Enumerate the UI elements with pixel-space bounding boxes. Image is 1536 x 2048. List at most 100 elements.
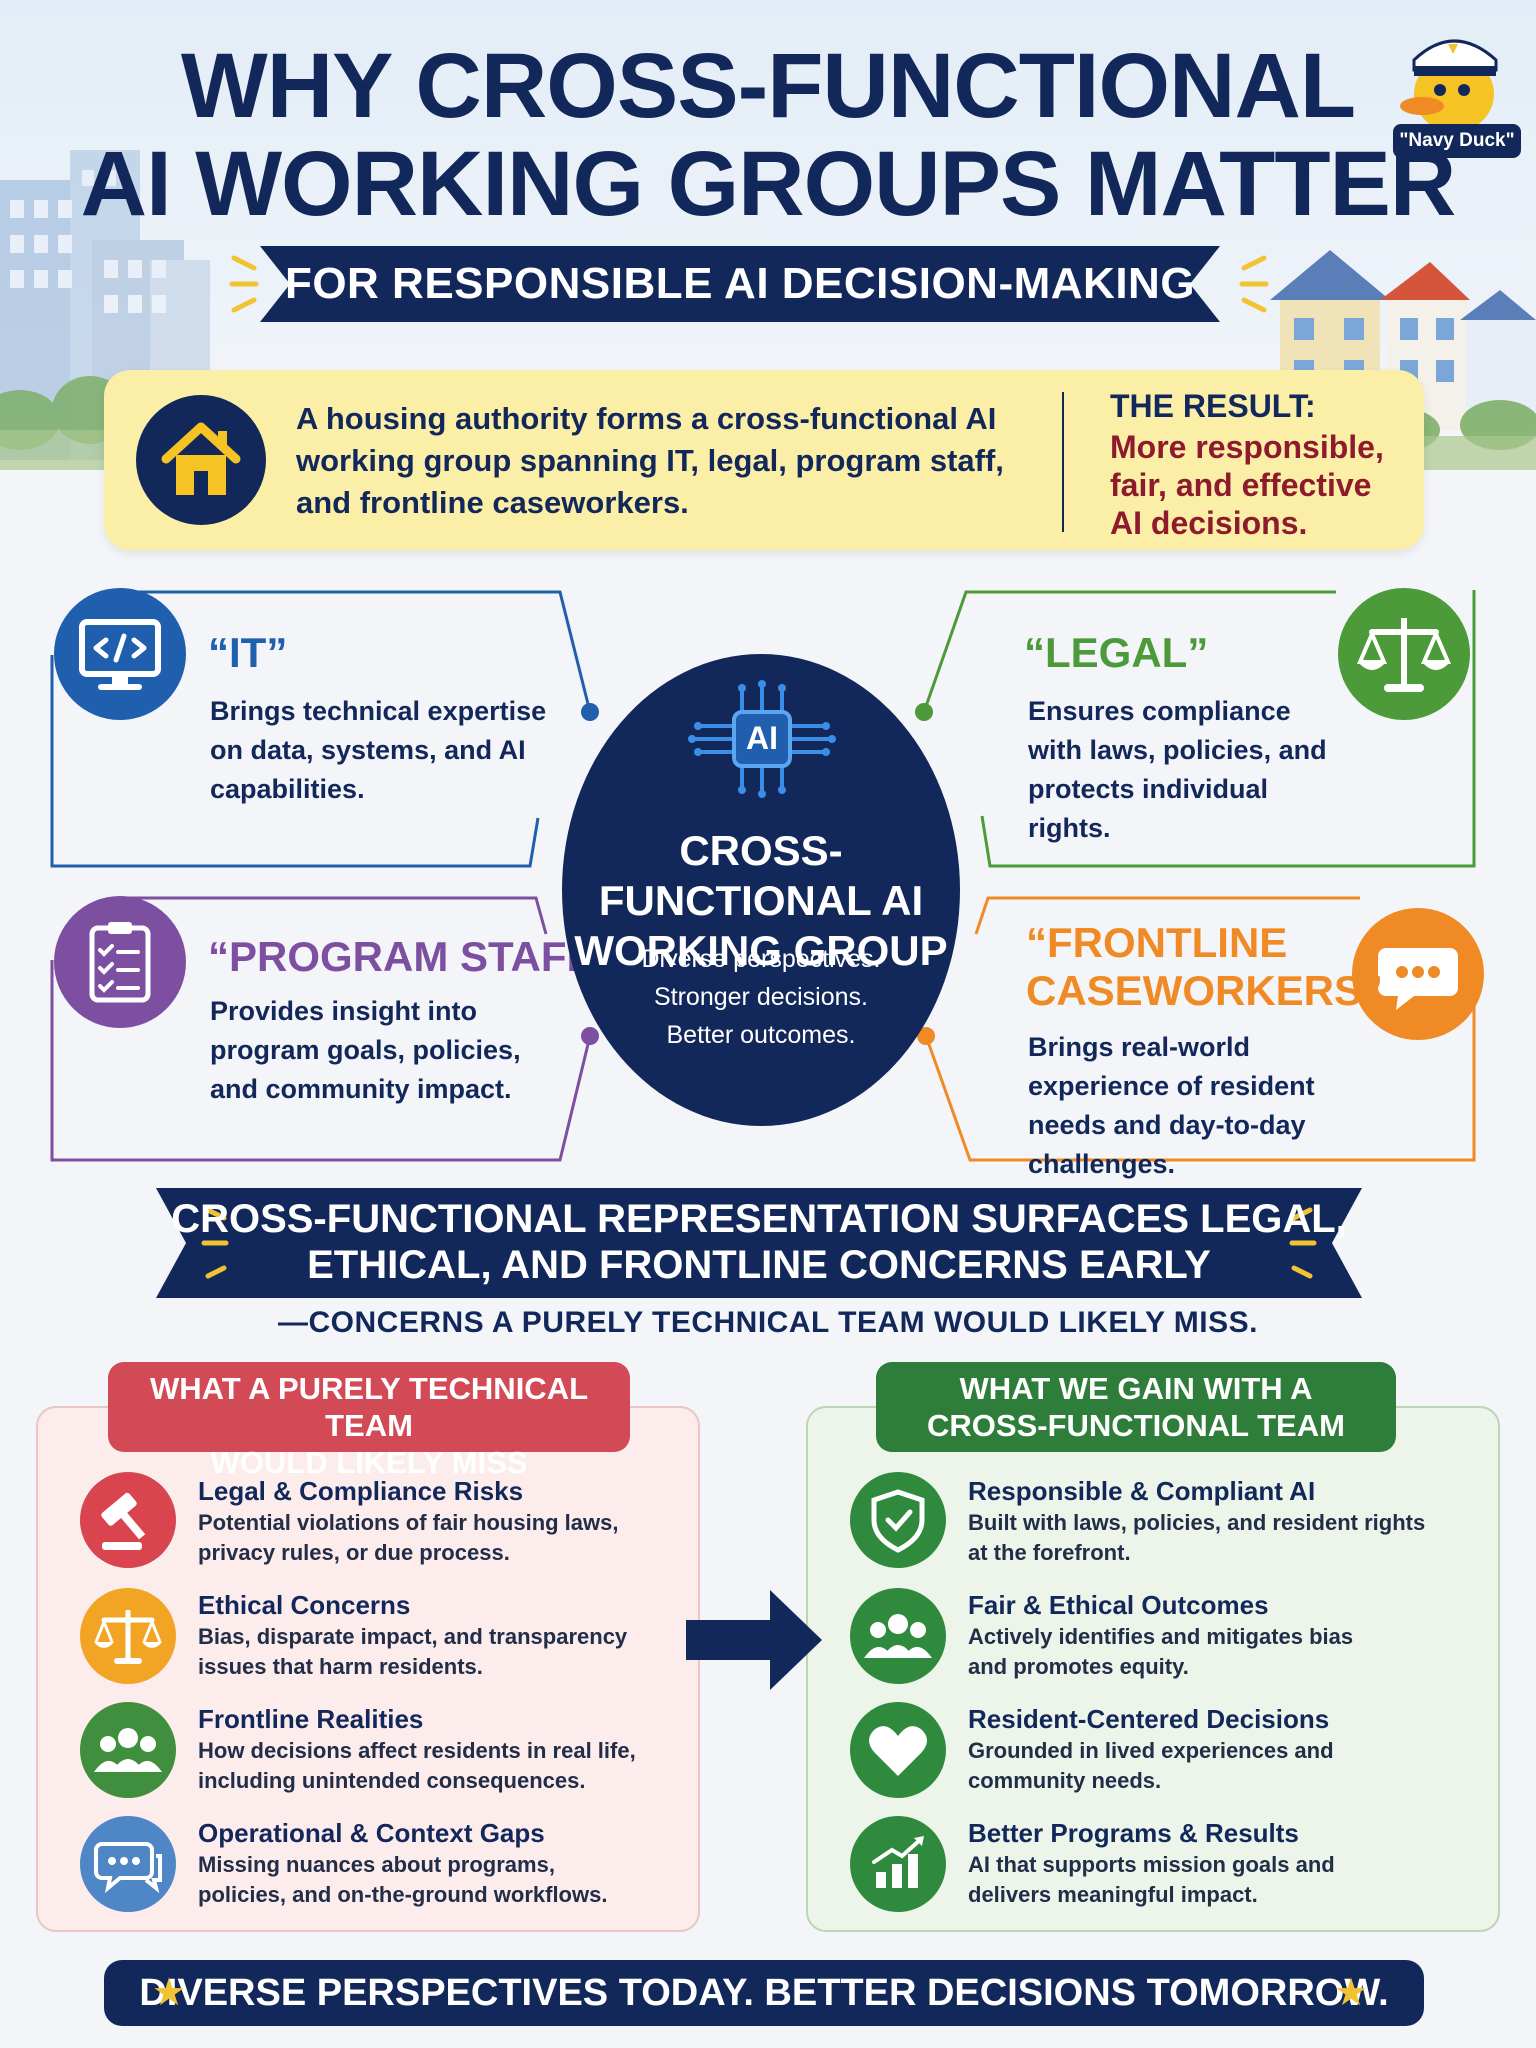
gain-item-0-desc-line-2: at the forefront. — [968, 1540, 1131, 1565]
gain-item-3-icon-badge — [850, 1816, 946, 1912]
chat-bubble-icon — [1378, 948, 1458, 1010]
footer-text: DIVERSE PERSPECTIVES TODAY. BETTER DECIS… — [139, 1972, 1389, 2014]
people-icon — [864, 1614, 932, 1658]
page-title-line-2: AI WORKING GROUPS MATTER — [80, 133, 1457, 235]
result-text: More responsible, fair, and effective AI… — [1110, 429, 1384, 541]
miss-item-3-desc-line-1: Missing nuances about programs, — [198, 1852, 555, 1877]
gain-item-1-icon-badge — [850, 1588, 946, 1684]
gain-item-2-desc: Grounded in lived experiences and commun… — [968, 1736, 1334, 1796]
statement-ribbon-shape — [156, 1188, 1362, 1298]
role-it-body: Brings technical expertise on data, syst… — [210, 696, 547, 804]
miss-item-0-icon-badge — [80, 1472, 176, 1568]
subtitle-banner: FOR RESPONSIBLE AI DECISION-MAKING — [260, 246, 1220, 322]
gain-heading-line-2: CROSS-FUNCTIONAL TEAM — [927, 1408, 1345, 1443]
miss-heading-line-1: WHAT A PURELY TECHNICAL TEAM — [149, 1371, 589, 1443]
gain-item-3-desc-line-1: AI that supports mission goals and — [968, 1852, 1335, 1877]
mascot-label: "Navy Duck" — [1393, 124, 1521, 158]
gain-item-1-desc: Actively identifies and mitigates bias a… — [968, 1622, 1353, 1682]
sparkle-left-icon — [229, 255, 259, 313]
ai-chip-label: AI — [746, 720, 778, 756]
people-icon — [94, 1728, 162, 1772]
miss-item-2-desc-line-1: How decisions affect residents in real l… — [198, 1738, 636, 1763]
role-frontline-body: Brings real-world experience of resident… — [1028, 1032, 1315, 1179]
center-tagline-3: Better outcomes. — [666, 1021, 856, 1049]
gain-item-3-title: Better Programs & Results — [968, 1818, 1299, 1848]
miss-item-0-title: Legal & Compliance Risks — [198, 1476, 524, 1506]
center-tagline: Diverse perspectives. Stronger decisions… — [562, 940, 960, 1054]
miss-item-2-icon-badge — [80, 1702, 176, 1798]
gain-item-1-desc-line-1: Actively identifies and mitigates bias — [968, 1624, 1354, 1649]
role-program-body: Provides insight into program goals, pol… — [210, 996, 521, 1104]
gain-item-3-desc: AI that supports mission goals and deliv… — [968, 1850, 1335, 1910]
gain-item-0-icon-badge — [850, 1472, 946, 1568]
shield-check-icon — [871, 1489, 925, 1553]
gain-item-2-desc-line-1: Grounded in lived experiences and — [968, 1738, 1334, 1763]
miss-heading-line-2: WOULD LIKELY MISS — [210, 1445, 528, 1480]
center-title: CROSS-FUNCTIONAL AI WORKING GROUP — [574, 827, 948, 974]
center-tagline-2: Stronger decisions. — [653, 983, 868, 1011]
gain-item-3-desc-line-2: delivers meaningful impact. — [968, 1882, 1258, 1907]
miss-item-3-title: Operational & Context Gaps — [198, 1818, 545, 1848]
page-title-line-1: WHY CROSS-FUNCTIONAL — [180, 35, 1356, 137]
miss-item-3-desc-line-2: policies, and on-the-ground workflows. — [198, 1882, 608, 1907]
statement-subtext: —CONCERNS A PURELY TECHNICAL TEAM WOULD … — [278, 1306, 1258, 1339]
star-left-icon: ★ — [152, 1972, 187, 2014]
statement-text: CROSS-FUNCTIONAL REPRESENTATION SURFACES… — [156, 1196, 1362, 1288]
growth-chart-icon — [872, 1836, 924, 1888]
result-heading: THE RESULT: — [1110, 388, 1316, 424]
scales-icon — [1356, 618, 1452, 692]
arrow-right-icon — [686, 1590, 822, 1690]
miss-item-2-title: Frontline Realities — [198, 1704, 424, 1734]
ai-chip-icon: AI — [688, 680, 836, 798]
intro-divider — [1062, 392, 1064, 532]
program-icon-badge — [54, 896, 186, 1028]
gain-item-0-desc-line-1: Built with laws, policies, and resident … — [968, 1510, 1426, 1535]
gain-item-2-desc-line-2: community needs. — [968, 1768, 1162, 1793]
gain-item-1-desc-line-2: and promotes equity. — [968, 1654, 1189, 1679]
gain-item-1-title: Fair & Ethical Outcomes — [968, 1590, 1269, 1620]
miss-item-1-desc: Bias, disparate impact, and transparency… — [198, 1622, 627, 1682]
gain-item-0-desc: Built with laws, policies, and resident … — [968, 1508, 1425, 1568]
center-tagline-1: Diverse perspectives. — [641, 945, 881, 973]
house-icon-badge — [136, 395, 266, 525]
monitor-code-icon — [79, 619, 161, 690]
role-legal-body: Ensures compliance with laws, policies, … — [1028, 696, 1327, 843]
miss-item-3-desc: Missing nuances about programs, policies… — [198, 1850, 607, 1910]
navy-duck-mascot-icon — [1400, 39, 1498, 132]
clipboard-checklist-icon — [89, 922, 151, 1003]
sparkle-right-icon — [1239, 255, 1269, 313]
role-legal-title: “LEGAL” — [1024, 629, 1209, 676]
miss-panel-heading: WHAT A PURELY TECHNICAL TEAM WOULD LIKEL… — [108, 1362, 630, 1480]
footer-banner — [104, 1960, 1424, 2026]
legal-icon-badge — [1338, 588, 1470, 720]
gain-panel-heading: WHAT WE GAIN WITH A CROSS-FUNCTIONAL TEA… — [876, 1362, 1396, 1452]
gain-item-0-title: Responsible & Compliant AI — [968, 1476, 1316, 1506]
house-icon — [161, 422, 241, 495]
role-card-outlines — [50, 590, 1476, 1162]
miss-item-1-desc-line-2: issues that harm residents. — [198, 1654, 483, 1679]
miss-item-2-desc: How decisions affect residents in real l… — [198, 1736, 636, 1796]
intro-text: A housing authority forms a cross-functi… — [296, 401, 1004, 520]
statement-banner: CROSS-FUNCTIONAL REPRESENTATION SURFACES… — [156, 1188, 1362, 1298]
chat-bubble-icon — [94, 1842, 162, 1894]
miss-item-0-desc-line-2: privacy rules, or due process. — [198, 1540, 510, 1565]
role-program-title: “PROGRAM STAFF” — [208, 933, 614, 980]
ribbon-shape — [260, 246, 1220, 322]
miss-item-2-desc-line-2: including unintended consequences. — [198, 1768, 586, 1793]
scales-icon — [94, 1610, 162, 1664]
role-it-title: “IT” — [208, 629, 288, 676]
frontline-icon-badge — [1352, 908, 1484, 1040]
miss-item-1-desc-line-1: Bias, disparate impact, and transparency — [198, 1624, 628, 1649]
subtitle: FOR RESPONSIBLE AI DECISION-MAKING — [284, 259, 1196, 308]
gavel-icon — [101, 1492, 146, 1550]
gain-item-2-icon-badge — [850, 1702, 946, 1798]
miss-item-3-icon-badge — [80, 1816, 176, 1912]
miss-item-0-desc-line-1: Potential violations of fair housing law… — [198, 1510, 619, 1535]
miss-item-1-icon-badge — [80, 1588, 176, 1684]
miss-item-0-desc: Potential violations of fair housing law… — [198, 1508, 619, 1568]
gain-heading-line-1: WHAT WE GAIN WITH A — [959, 1371, 1313, 1406]
statement-line-1: CROSS-FUNCTIONAL REPRESENTATION SURFACES… — [171, 1197, 1347, 1241]
star-right-icon: ★ — [1334, 1972, 1369, 2014]
intro-card — [104, 370, 1424, 550]
role-frontline-title-line-2: CASEWORKERS” — [1026, 967, 1384, 1014]
